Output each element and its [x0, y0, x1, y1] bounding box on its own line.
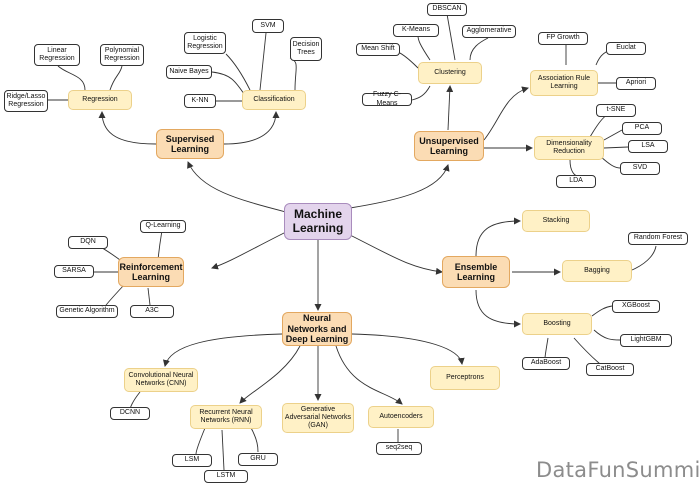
reinforcement-learning-node: Reinforcement Learning — [118, 257, 184, 287]
edge-supervised-classification — [223, 111, 280, 145]
edge-nn-autoenc — [335, 345, 403, 405]
agglomerative-node: Agglomerative — [462, 25, 516, 38]
edge-cluster-kmeans — [417, 35, 431, 61]
edge-dim-lsa — [603, 146, 629, 149]
edge-root-ensemble — [349, 234, 443, 275]
a3c-node: A3C — [130, 305, 174, 318]
dbscan-node: DBSCAN — [427, 3, 467, 16]
edge-class-svm — [259, 32, 267, 91]
edge-class-logistic — [225, 53, 251, 91]
edge-cluster-agglo — [469, 37, 489, 61]
regression-node: Regression — [68, 90, 132, 110]
naive-bayes-node: Naive Bayes — [166, 65, 212, 79]
lda-node: LDA — [556, 175, 596, 188]
svd-node: SVD — [620, 162, 660, 175]
edge-boost-xgb — [591, 305, 613, 317]
bagging-node: Bagging — [562, 260, 632, 282]
edge-rl-a3c — [147, 287, 151, 306]
edge-nn-perceptrons — [351, 333, 465, 365]
dimensionality-reduction-node: Dimensionality Reduction — [534, 136, 604, 160]
xgboost-node: XGBoost — [612, 300, 660, 313]
linear-regression-node: Linear Regression — [34, 44, 80, 66]
boosting-node: Boosting — [522, 313, 592, 335]
svm-node: SVM — [252, 19, 284, 33]
edge-rnn-gru — [249, 425, 259, 453]
adaboost-node: AdaBoost — [522, 357, 570, 370]
dqn-node: DQN — [68, 236, 108, 249]
rnn-node: Recurrent Neural Networks (RNN) — [190, 405, 262, 429]
edge-dim-lda — [569, 159, 579, 177]
edge-supervised-regression — [98, 111, 157, 145]
edge-root-unsupervised — [349, 164, 450, 209]
polynomial-regression-node: Polynomial Regression — [100, 44, 144, 66]
genetic-algorithm-node: Genetic Algorithm — [56, 305, 118, 318]
fuzzy-cmeans-node: Fuzzy C-Means — [362, 91, 412, 107]
edge-rnn-lstm — [221, 429, 225, 471]
edge-class-trees — [289, 57, 297, 91]
edge-nn-rnn — [239, 345, 301, 404]
edge-cluster-dbscan — [446, 13, 456, 61]
gan-node: Generative Adversarial Networks (GAN) — [282, 403, 354, 433]
pca-node: PCA — [622, 122, 662, 135]
watermark-text: DataFunSummit — [536, 458, 700, 482]
cnn-node: Convolutional Neural Networks (CNN) — [124, 368, 198, 392]
association-rule-node: Association Rule Learning — [530, 70, 598, 96]
random-forest-node: Random Forest — [628, 232, 688, 245]
fp-growth-node: FP Growth — [538, 32, 588, 45]
supervised-learning-node: Supervised Learning — [156, 129, 224, 159]
unsupervised-learning-node: Unsupervised Learning — [414, 131, 484, 161]
sarsa-node: SARSA — [54, 265, 94, 278]
edge-bagging-rf — [631, 245, 657, 271]
edge-root-reinforcement — [211, 231, 287, 270]
logistic-regression-node: Logistic Regression — [184, 32, 226, 54]
autoencoders-node: Autoencoders — [368, 406, 434, 428]
seq2seq-node: seq2seq — [376, 442, 422, 455]
q-learning-node: Q-Learning — [140, 220, 186, 233]
edge-boost-ada — [544, 337, 549, 359]
perceptrons-node: Perceptrons — [430, 366, 500, 390]
kmeans-node: K-Means — [393, 24, 439, 37]
apriori-node: Apriori — [616, 77, 656, 90]
knn-node: K-NN — [184, 94, 216, 108]
decision-trees-node: Decision Trees — [290, 37, 322, 61]
catboost-node: CatBoost — [586, 363, 634, 376]
lsm-node: LSM — [172, 454, 212, 467]
lsa-node: LSA — [628, 140, 668, 153]
edge-nn-cnn — [162, 333, 283, 367]
edge-dim-pca — [603, 129, 623, 141]
edge-root-supervised — [187, 161, 287, 213]
edge-class-bayes — [211, 71, 247, 98]
gru-node: GRU — [238, 453, 278, 466]
mean-shift-node: Mean Shift — [356, 43, 400, 56]
edge-unsup-association — [483, 86, 529, 141]
edge-ens-boosting — [475, 289, 521, 328]
root-node: Machine Learning — [284, 203, 352, 240]
ridge-lasso-regression-node: Ridge/Lasso Regression — [4, 90, 48, 112]
edge-unsup-clustering — [446, 85, 454, 131]
stacking-node: Stacking — [522, 210, 590, 232]
edge-regression-linear — [57, 65, 86, 91]
edge-rnn-lsm — [195, 427, 206, 455]
dcnn-node: DCNN — [110, 407, 150, 420]
edge-boost-lgbm — [593, 329, 621, 341]
classification-node: Classification — [242, 90, 306, 110]
lightgbm-node: LightGBM — [620, 334, 672, 347]
neural-networks-node: Neural Networks and Deep Learning — [282, 312, 352, 346]
edge-boost-cat — [573, 337, 601, 365]
euclat-node: Euclat — [606, 42, 646, 55]
clustering-node: Clustering — [418, 62, 482, 84]
lstm-node: LSTM — [204, 470, 248, 483]
ensemble-learning-node: Ensemble Learning — [442, 256, 510, 288]
tsne-node: t-SNE — [596, 104, 636, 117]
edge-rl-qlearning — [157, 229, 163, 261]
edge-regression-poly — [109, 65, 123, 91]
edge-ens-stacking — [475, 217, 521, 257]
edge-cluster-fuzzy — [411, 85, 431, 101]
